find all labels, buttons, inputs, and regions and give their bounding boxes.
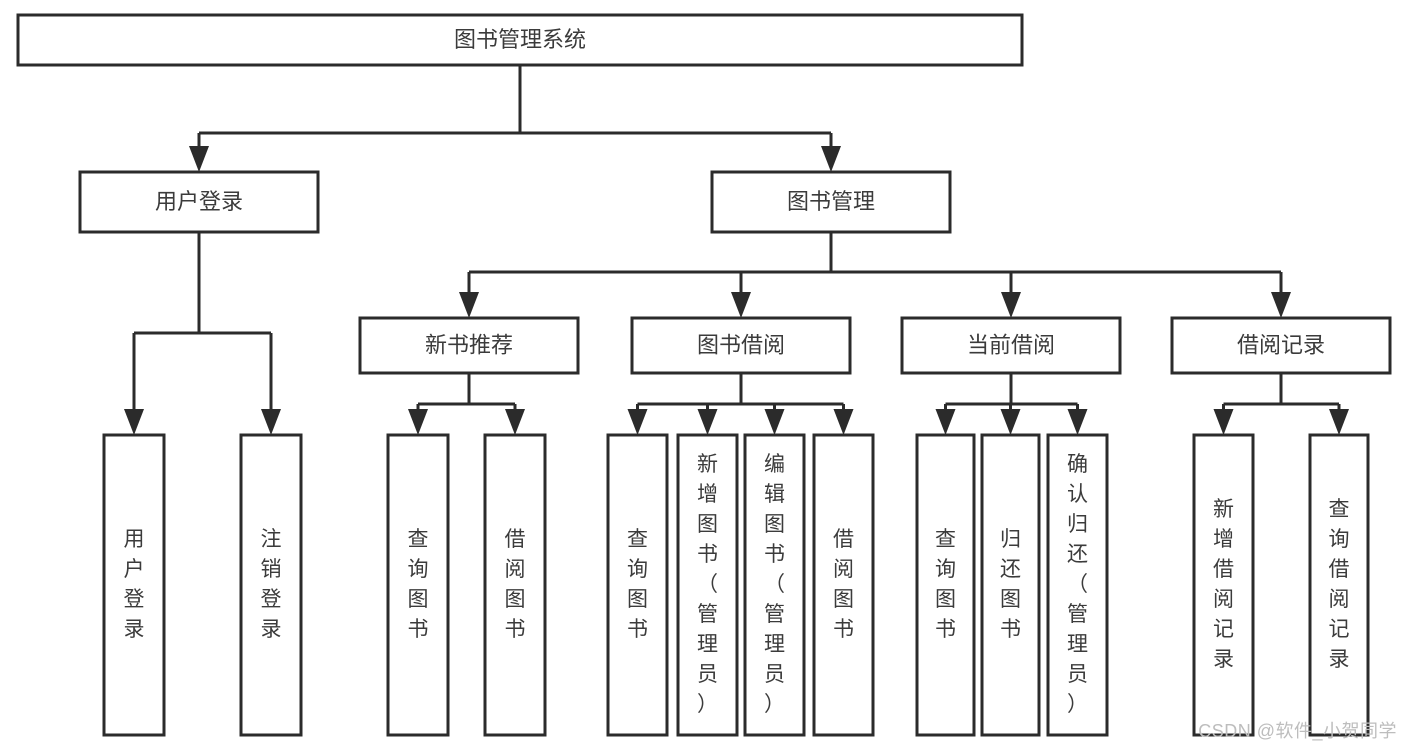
node-box[interactable]: [358, 316, 580, 375]
node-leaf-borrow-lend[interactable]: 借阅图书: [812, 433, 875, 737]
node-box[interactable]: [483, 433, 547, 737]
node-label: 注销登录: [261, 528, 282, 641]
arrowhead-icon: [459, 292, 479, 318]
connector-group-root: [189, 65, 841, 172]
node-box[interactable]: [16, 13, 1024, 67]
node-label: 图书管理: [787, 189, 875, 214]
connector-group-current_borrow: [935, 373, 1088, 435]
arrowhead-icon: [1213, 409, 1234, 435]
connector-group-new_book_rec: [408, 373, 525, 435]
node-box[interactable]: [78, 170, 320, 234]
node-new-book-rec[interactable]: 新书推荐: [358, 316, 580, 375]
node-box[interactable]: [606, 433, 669, 737]
node-box[interactable]: [630, 316, 852, 375]
node-box[interactable]: [980, 433, 1041, 737]
node-leaf-rec-borrow[interactable]: 借阅图书: [483, 433, 547, 737]
node-box[interactable]: [239, 433, 303, 737]
node-leaf-rec-query[interactable]: 查询图书: [386, 433, 450, 737]
node-label: 借阅图书: [505, 528, 526, 641]
node-leaf-borrow-add[interactable]: 新增图书（管理员）: [676, 433, 739, 737]
node-label: 新书推荐: [425, 332, 513, 357]
node-user-login[interactable]: 用户登录: [78, 170, 320, 234]
node-label: 查询借阅记录: [1329, 498, 1350, 671]
node-label: 图书管理系统: [454, 27, 586, 52]
connector-group-borrow_record: [1213, 373, 1349, 435]
node-box[interactable]: [743, 433, 806, 737]
node-leaf-borrow-query[interactable]: 查询图书: [606, 433, 669, 737]
node-box[interactable]: [1308, 433, 1370, 737]
arrowhead-icon: [935, 409, 956, 435]
node-label: 查询图书: [408, 528, 429, 641]
node-leaf-cur-confirm[interactable]: 确认归还（管理员）: [1046, 433, 1109, 737]
arrowhead-icon: [731, 292, 751, 318]
node-label: 新增借阅记录: [1213, 498, 1234, 671]
connector-layer: [124, 65, 1349, 435]
node-box[interactable]: [812, 433, 875, 737]
arrowhead-icon: [408, 409, 428, 435]
node-label: 查询图书: [627, 528, 648, 641]
node-label: 借阅记录: [1237, 332, 1325, 357]
node-borrow-record[interactable]: 借阅记录: [1170, 316, 1392, 375]
arrowhead-icon: [697, 409, 718, 435]
node-label: 借阅图书: [833, 528, 854, 641]
connector-group-user_login: [124, 232, 281, 435]
arrowhead-icon: [1271, 292, 1291, 318]
node-label: 编辑图书（管理员）: [764, 453, 785, 716]
node-leaf-cur-query[interactable]: 查询图书: [915, 433, 976, 737]
node-box[interactable]: [1046, 433, 1109, 737]
node-box[interactable]: [102, 433, 166, 737]
node-layer: 图书管理系统用户登录图书管理新书推荐图书借阅当前借阅借阅记录用户登录注销登录查询…: [16, 13, 1392, 737]
arrowhead-icon: [1329, 409, 1349, 435]
arrowhead-icon: [1001, 292, 1021, 318]
arrowhead-icon: [833, 409, 854, 435]
node-label: 用户登录: [155, 189, 243, 214]
node-box[interactable]: [1170, 316, 1392, 375]
node-root[interactable]: 图书管理系统: [16, 13, 1024, 67]
node-leaf-user-logout[interactable]: 注销登录: [239, 433, 303, 737]
node-label: 图书借阅: [697, 332, 785, 357]
arrowhead-icon: [1000, 409, 1021, 435]
node-label: 查询图书: [935, 528, 956, 641]
node-current-borrow[interactable]: 当前借阅: [900, 316, 1122, 375]
node-box[interactable]: [900, 316, 1122, 375]
connector-group-book_manage: [459, 232, 1291, 318]
node-box[interactable]: [710, 170, 952, 234]
arrowhead-icon: [627, 409, 648, 435]
node-box[interactable]: [676, 433, 739, 737]
node-leaf-borrow-edit[interactable]: 编辑图书（管理员）: [743, 433, 806, 737]
node-label: 确认归还（管理员）: [1067, 453, 1088, 716]
node-book-borrow[interactable]: 图书借阅: [630, 316, 852, 375]
connector-group-book_borrow: [627, 373, 854, 435]
arrowhead-icon: [505, 409, 525, 435]
node-leaf-cur-return[interactable]: 归还图书: [980, 433, 1041, 737]
arrowhead-icon: [764, 409, 785, 435]
node-label: 新增图书（管理员）: [697, 453, 718, 716]
node-label: 归还图书: [1000, 528, 1021, 641]
arrowhead-icon: [189, 146, 209, 172]
arrowhead-icon: [821, 146, 841, 172]
node-leaf-rec-add[interactable]: 新增借阅记录: [1192, 433, 1255, 737]
node-box[interactable]: [915, 433, 976, 737]
node-leaf-user-login[interactable]: 用户登录: [102, 433, 166, 737]
arrowhead-icon: [1067, 409, 1088, 435]
node-book-manage[interactable]: 图书管理: [710, 170, 952, 234]
node-label: 用户登录: [124, 528, 145, 641]
arrowhead-icon: [261, 409, 281, 435]
arrowhead-icon: [124, 409, 144, 435]
node-leaf-rec-query2[interactable]: 查询借阅记录: [1308, 433, 1370, 737]
node-box[interactable]: [386, 433, 450, 737]
node-box[interactable]: [1192, 433, 1255, 737]
node-label: 当前借阅: [967, 332, 1055, 357]
